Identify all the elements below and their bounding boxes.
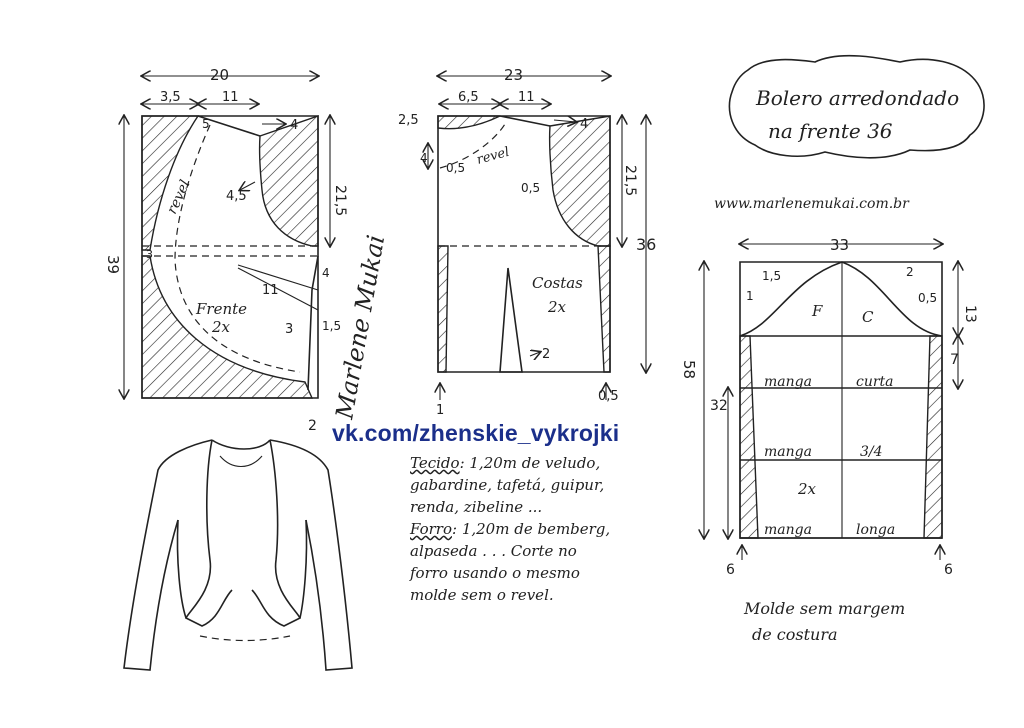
back-dim-shoulder-drop: 4 [580,117,588,132]
front-dim-dart-length: 11 [262,283,279,298]
sleeve-dim-three-quarter: 32 [710,398,728,414]
front-hem-hatch [141,255,314,399]
back-facing-label: revel [475,145,511,168]
sleeve-dim-hem-right: 6 [944,562,953,578]
sleeve-dim-short-gap: 7 [950,352,959,368]
back-armhole-hatch [548,115,611,247]
no-seam-note: Molde sem margem de costura [744,596,905,648]
sleeve-row-1-left: manga [764,444,812,460]
sleeve-row-0-left: manga [764,374,812,390]
sleeve-row-1-right: 3/4 [860,444,883,460]
back-dim-length: 36 [636,235,656,254]
back-dim-armhole-depth: 21,5 [622,165,638,196]
back-count: 2x [547,298,567,316]
sleeve-hatch-left [739,335,759,539]
front-dim-side-b: 1,5 [322,319,341,333]
sleeve-dim-cap-left-b: 1 [746,289,754,303]
back-side-hatch-left [437,245,449,373]
sleeve-dim-cap-right-b: 0,5 [918,291,937,305]
front-dim-dart-tip: 3 [285,322,293,337]
sleeve-count: 2x [797,480,817,498]
front-neck-hatch [141,115,200,251]
back-piece: 23 6,5 11 2,5 4 4 0,5 0,5 21,5 36 2 1 0,… [398,66,656,418]
sleeve-piece: 33 1,5 1 2 0,5 13 7 32 58 6 6 F C 2x man… [680,236,978,578]
front-dim-width: 20 [210,66,229,84]
no-seam-line-2: de costura [752,625,838,644]
front-dim-neck-top: 5 [202,117,210,131]
sleeve-row-2-right: longa [856,522,895,538]
back-dim-facing-dist: 0,5 [446,161,465,175]
website: www.marlenemukai.com.br [714,196,910,212]
lining-label: Forro [410,520,452,538]
lining-line-1: Forro: 1,20m de bemberg, [410,520,611,538]
back-dim-hem-right: 0,5 [598,389,619,404]
front-dim-hem-drop: 2 [308,418,317,434]
title-line-2: na frente 36 [768,119,893,143]
front-dim-length: 39 [104,255,122,274]
front-armhole-hatch [258,115,319,247]
back-neck-hatch [437,115,501,130]
fabric-note: Tecido: 1,20m de veludo, gabardine, tafe… [410,452,610,606]
sleeve-row-0-right: curta [856,374,894,390]
sleeve-dim-length: 58 [680,360,698,379]
back-dim-neck-drop: 4 [420,151,428,165]
front-facing-label: revel [164,178,194,217]
lining-line-4: molde sem o revel. [410,586,554,604]
front-dim-waist-band: 3 [146,248,153,261]
fabric-line-3: renda, zibeline ... [410,498,543,516]
watermark-link[interactable]: vk.com/zhenskie_vykrojki [332,420,620,446]
front-label: Frente [195,300,247,318]
sleeve-row-2-left: manga [764,522,812,538]
lining-line-2: alpaseda . . . Corte no [410,542,577,560]
back-dim-armhole-curve: 0,5 [521,181,540,195]
back-dim-dart-width: 2 [542,347,550,362]
lining-line-3: forro usando o mesmo [410,564,580,582]
sleeve-dim-cap-left-a: 1,5 [762,269,781,283]
front-dim-shoulder-offset: 3,5 [160,90,181,105]
front-dim-armhole-depth: 21,5 [332,185,348,216]
front-dim-neck-drop: 4 [290,118,298,133]
sleeve-label-c: C [862,308,874,326]
front-count: 2x [211,318,231,336]
front-dim-side-a: 4 [322,266,330,280]
fabric-label: Tecido [410,454,460,472]
front-dim-armhole-curve: 4,5 [226,189,247,204]
fabric-line-2: gabardine, tafetá, guipur, [410,476,605,494]
sleeve-dim-width: 33 [830,236,849,254]
back-side-hatch-right [597,245,611,373]
back-dim-hem-left: 1 [436,403,444,418]
sleeve-label-f: F [811,302,823,320]
front-piece: 20 3,5 11 5 4 4,5 21,5 39 3 11 3 4 1,5 2… [104,66,348,434]
sleeve-dim-cap-height: 13 [962,305,978,323]
sleeve-dim-hem-left: 6 [726,562,735,578]
title-bubble: Bolero arredondado na frente 36 [728,54,985,159]
back-dim-width: 23 [504,66,523,84]
title-line-1: Bolero arredondado [755,86,959,110]
sleeve-dim-cap-right-a: 2 [906,265,914,279]
fabric-line-1: Tecido: 1,20m de veludo, [410,454,601,472]
front-dim-shoulder: 11 [222,90,239,105]
sleeve-hatch-right [923,335,943,539]
bolero-sketch [123,439,353,671]
no-seam-line-1: Molde sem margem [744,599,906,618]
back-dim-neck-rise: 2,5 [398,113,419,128]
back-dim-shoulder: 11 [518,90,535,105]
back-label: Costas [532,274,583,292]
back-dim-shoulder-offset: 6,5 [458,90,479,105]
